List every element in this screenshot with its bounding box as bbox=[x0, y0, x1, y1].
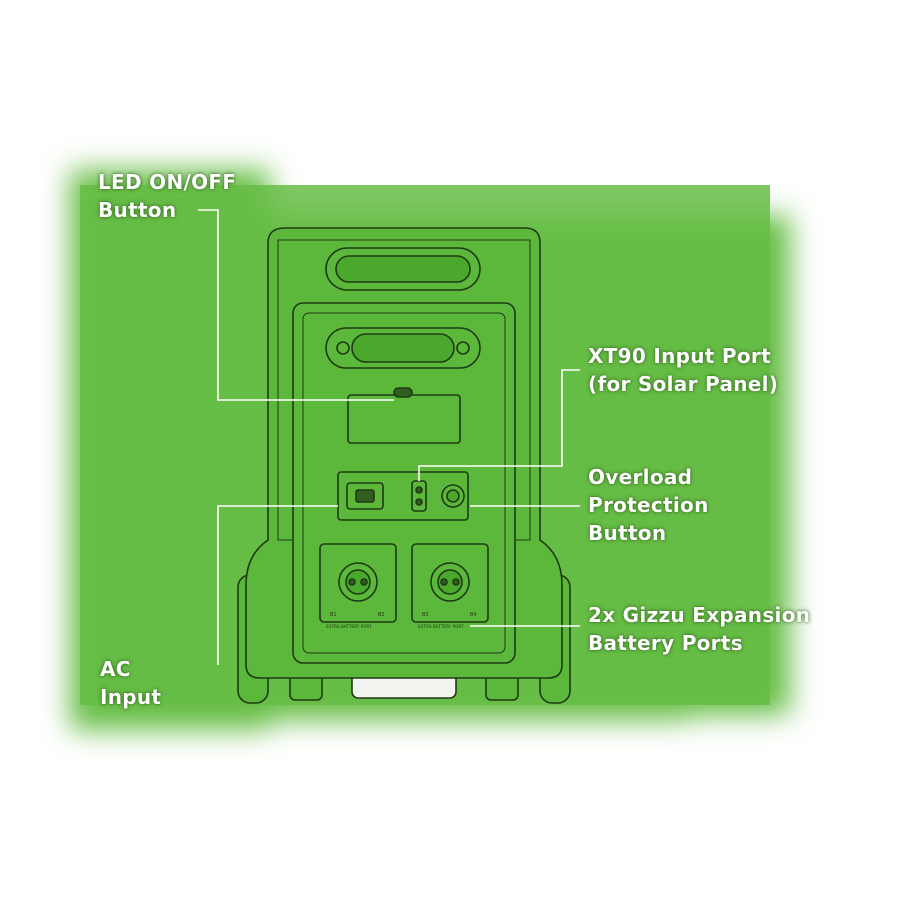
label-expansion-line-1: 2x Gizzu Expansion bbox=[588, 603, 811, 627]
right-port-pin-2: B4 bbox=[470, 612, 477, 618]
label-ac-input: AC Input bbox=[100, 655, 161, 711]
label-overload-line-3: Button bbox=[588, 521, 667, 545]
label-led-button-line-1: LED ON/OFF bbox=[98, 170, 237, 194]
handle-screw-left bbox=[336, 341, 350, 355]
leader-ac-input bbox=[217, 505, 338, 665]
label-overload: Overload Protection Button bbox=[588, 463, 709, 547]
label-led-button-line-2: Button bbox=[98, 198, 177, 222]
label-overload-line-2: Protection bbox=[588, 493, 709, 517]
label-xt90-port: XT90 Input Port (for Solar Panel) bbox=[588, 342, 778, 398]
label-expansion: 2x Gizzu Expansion Battery Ports bbox=[588, 601, 810, 657]
label-xt90-port-line-2: (for Solar Panel) bbox=[588, 372, 779, 396]
power-station-device bbox=[237, 227, 571, 704]
leader-led-button bbox=[198, 209, 394, 401]
xt90-port[interactable] bbox=[411, 480, 427, 512]
left-port-pin-2: B2 bbox=[378, 612, 385, 618]
left-port-caption: EXTRA BATTERY PORT bbox=[326, 624, 372, 629]
right-port-caption: EXTRA BATTERY PORT bbox=[418, 624, 464, 629]
handle-screw-right bbox=[456, 341, 470, 355]
leader-lines bbox=[198, 209, 580, 665]
label-led-button: LED ON/OFF Button bbox=[98, 168, 236, 224]
led-panel bbox=[347, 394, 461, 444]
label-ac-input-line-2: Input bbox=[100, 685, 162, 709]
leader-xt90-port bbox=[418, 369, 580, 481]
label-expansion-line-2: Battery Ports bbox=[588, 631, 743, 655]
right-port-pin-1: B3 bbox=[422, 612, 429, 618]
left-port-pin-1: B1 bbox=[330, 612, 337, 618]
label-ac-input-line-1: AC bbox=[100, 657, 131, 681]
label-xt90-port-line-1: XT90 Input Port bbox=[588, 344, 771, 368]
led-on-off-button[interactable] bbox=[393, 387, 413, 398]
label-overload-line-1: Overload bbox=[588, 465, 693, 489]
